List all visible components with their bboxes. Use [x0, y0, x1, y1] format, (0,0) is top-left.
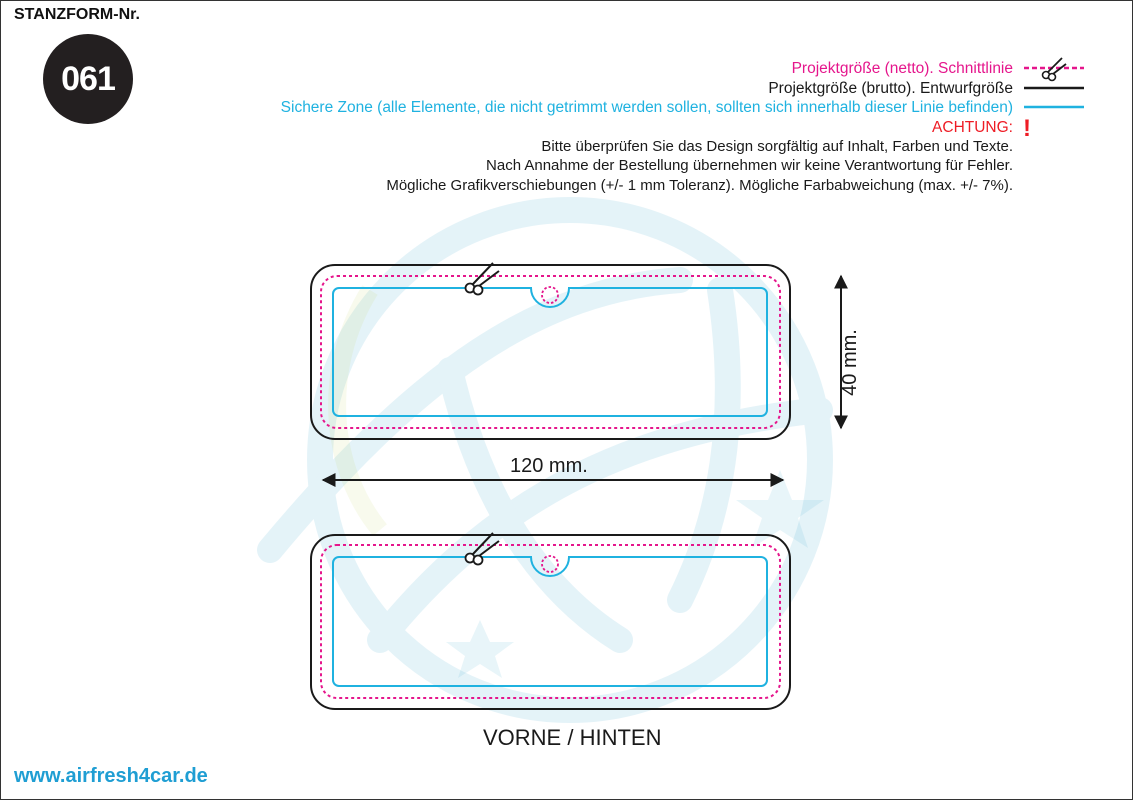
legend-brutto: Projektgröße (brutto). Entwurfgröße — [768, 80, 1013, 97]
scissors-icon — [1041, 57, 1067, 82]
bleed-outline-front — [310, 264, 791, 440]
note-check-design: Bitte überprüfen Sie das Design sorgfält… — [541, 138, 1013, 155]
side-label: VORNE / HINTEN — [483, 725, 662, 750]
legend-netto: Projektgröße (netto). Schnittlinie — [791, 60, 1013, 77]
bleed-outline-back — [310, 534, 791, 710]
note-tolerance: Mögliche Grafikverschiebungen (+/- 1 mm … — [386, 177, 1013, 194]
form-number-badge: 061 — [43, 34, 133, 124]
die-shape-back — [310, 532, 791, 710]
website-link[interactable]: www.airfresh4car.de — [14, 765, 208, 787]
warning-mark: ! — [1023, 115, 1031, 142]
hole-front — [541, 286, 559, 304]
stanzform-label: STANZFORM-Nr. — [14, 6, 140, 23]
safe-zone-back — [332, 556, 768, 687]
cut-line-back — [320, 544, 781, 699]
exclamation-icon: ! — [1023, 115, 1031, 142]
hole-back — [541, 555, 559, 573]
legend-safe-zone: Sichere Zone (alle Elemente, die nicht g… — [280, 99, 1013, 116]
safe-zone-front — [332, 287, 768, 417]
legend-icons: ! — [1023, 57, 1084, 142]
height-dimension-label: 40 mm. — [838, 329, 861, 396]
cut-line-front — [320, 275, 781, 429]
scissors-icon — [464, 262, 500, 296]
legend-warning: ACHTUNG: — [932, 119, 1013, 136]
legend-cut-line — [1024, 57, 1084, 82]
note-responsibility: Nach Annahme der Bestellung übernehmen w… — [486, 157, 1013, 174]
die-shape-front — [310, 262, 791, 440]
width-dimension-label: 120 mm. — [510, 455, 588, 477]
form-number: 061 — [61, 59, 116, 98]
scissors-icon — [464, 532, 500, 566]
